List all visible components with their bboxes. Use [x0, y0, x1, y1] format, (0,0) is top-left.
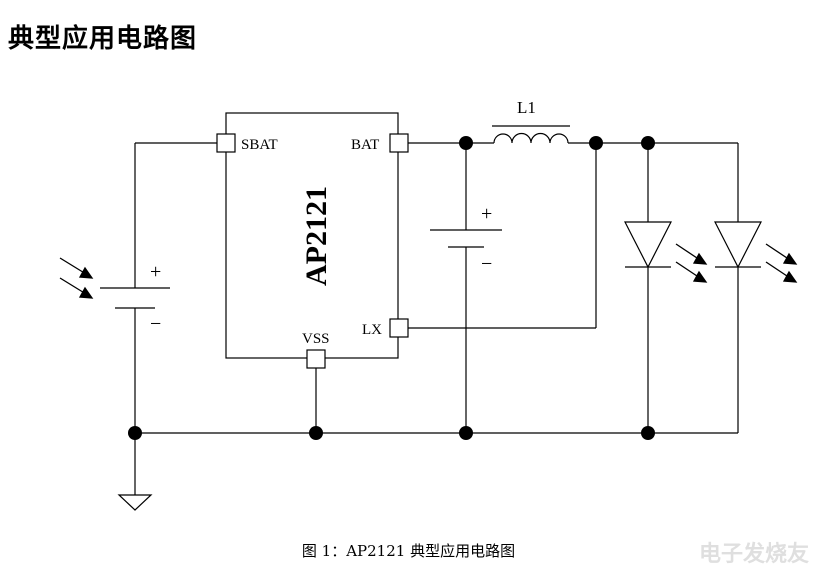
- battery-plus: +: [150, 261, 161, 283]
- led1-triangle: [624, 221, 672, 269]
- battery-minus: −: [150, 313, 161, 335]
- pin-sbat-label: SBAT: [241, 137, 278, 153]
- inductor-label: L1: [517, 98, 536, 117]
- watermark: 电子发烧友: [698, 542, 809, 567]
- junction-dot: [459, 136, 473, 150]
- pin-bat-box: [389, 133, 409, 153]
- junction-dot: [128, 426, 142, 440]
- capacitor-plus: +: [481, 203, 492, 225]
- pin-vss-box: [306, 349, 326, 369]
- ground-symbol: [117, 494, 153, 511]
- light-arrows-in-icon: [59, 257, 94, 299]
- junction-dot: [309, 426, 323, 440]
- capacitor-minus: −: [481, 253, 492, 275]
- junction-dot: [641, 426, 655, 440]
- pin-sbat-box: [216, 133, 236, 153]
- led1-light-arrows-icon: [675, 243, 708, 283]
- page-title: 典型应用电路图: [8, 24, 198, 54]
- junction-dot: [589, 136, 603, 150]
- figure-caption: 图 1：AP2121 典型应用电路图: [301, 542, 516, 560]
- pin-lx-box: [389, 318, 409, 338]
- chip-name: AP2121: [300, 186, 333, 286]
- inductor-coil: [493, 132, 569, 144]
- pin-bat-label: BAT: [351, 137, 379, 153]
- led2-triangle: [714, 221, 762, 269]
- pin-lx-label: LX: [362, 322, 382, 338]
- pin-vss-label: VSS: [302, 331, 330, 347]
- junction-dot: [459, 426, 473, 440]
- led2-light-arrows-icon: [765, 243, 798, 283]
- junction-dot: [641, 136, 655, 150]
